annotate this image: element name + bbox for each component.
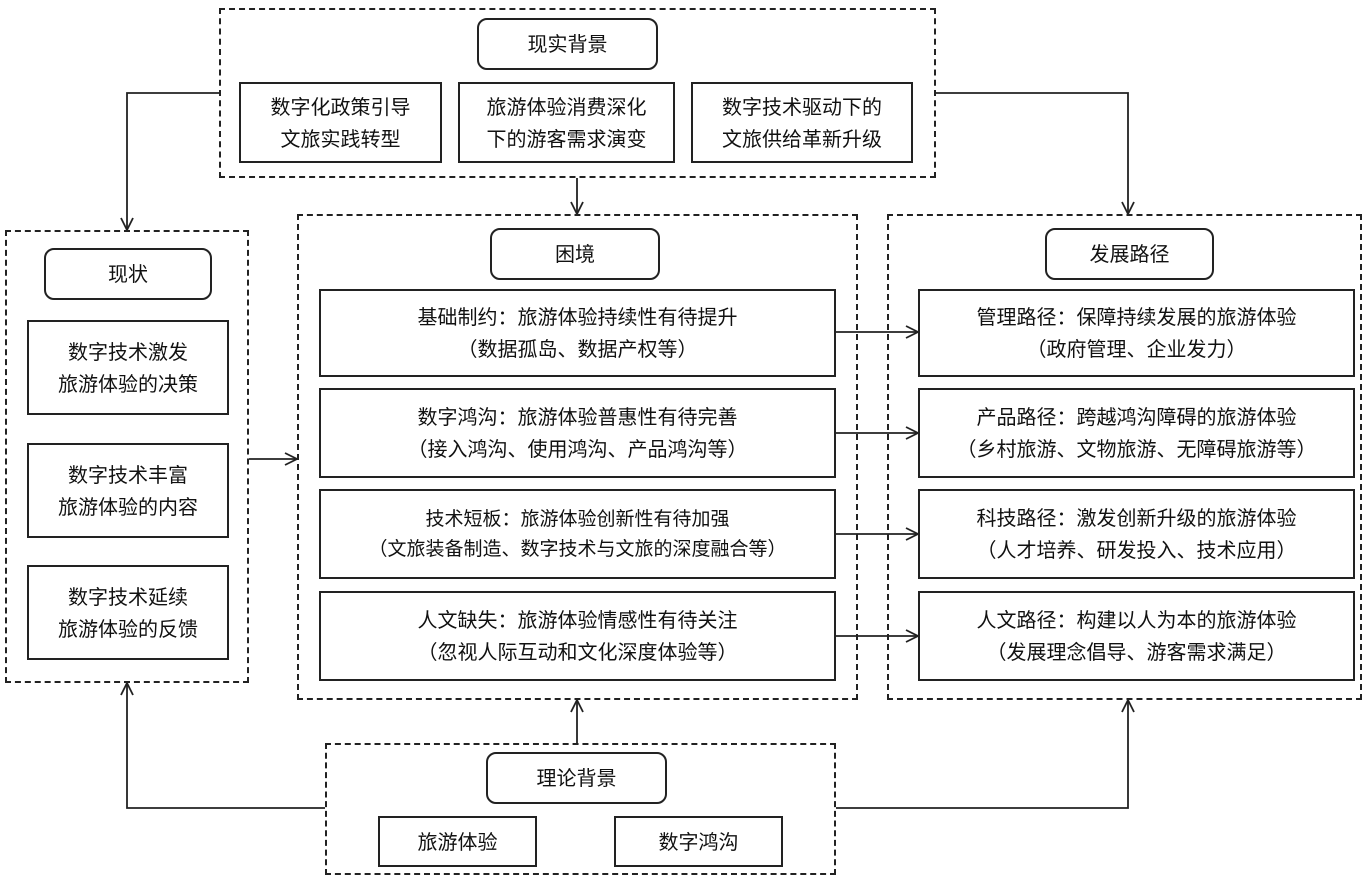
path-item-humanity: 人文路径：构建以人为本的旅游体验 （发展理念倡导、游客需求满足）	[918, 591, 1355, 681]
dilemma-item-humanity-line2: （忽视人际互动和文化深度体验等）	[417, 640, 738, 664]
status-item-content-line1: 数字技术丰富	[68, 462, 188, 487]
reality-item-demand-line1: 旅游体验消费深化	[486, 94, 647, 119]
reality-item-policy-line2: 文旅实践转型	[280, 126, 401, 151]
reality-item-supply: 数字技术驱动下的 文旅供给革新升级	[691, 82, 913, 163]
dilemma-item-digital-divide-line2: （接入鸿沟、使用鸿沟、产品鸿沟等）	[407, 437, 748, 461]
dilemma-item-foundation-line1: 基础制约：旅游体验持续性有待提升	[417, 305, 738, 329]
reality-background-group	[219, 8, 936, 178]
theory-background-group	[325, 743, 836, 875]
arrow-theory-to-status	[120, 680, 325, 809]
status-item-decision-line2: 旅游体验的决策	[58, 371, 198, 396]
status-item-content: 数字技术丰富 旅游体验的内容	[27, 443, 229, 538]
arrow-reality-to-status	[120, 92, 219, 233]
path-item-product: 产品路径：跨越鸿沟障碍的旅游体验 （乡村旅游、文物旅游、无障碍旅游等）	[918, 388, 1355, 478]
dilemma-item-humanity: 人文缺失：旅游体验情感性有待关注 （忽视人际互动和文化深度体验等）	[319, 591, 836, 681]
reality-item-demand-line2: 下的游客需求演变	[486, 126, 647, 151]
dilemma-item-technology-line1: 技术短板：旅游体验创新性有待加强	[425, 508, 730, 530]
reality-item-supply-line1: 数字技术驱动下的	[722, 94, 882, 119]
reality-background-title: 现实背景	[477, 18, 658, 70]
path-item-technology-line2: （人才培养、研发投入、技术应用）	[976, 538, 1297, 562]
path-item-technology: 科技路径：激发创新升级的旅游体验 （人才培养、研发投入、技术应用）	[918, 489, 1355, 579]
path-item-management-line2: （政府管理、企业发力）	[1026, 337, 1247, 361]
path-item-humanity-line2: （发展理念倡导、游客需求满足）	[986, 640, 1287, 664]
dilemma-item-humanity-line1: 人文缺失：旅游体验情感性有待关注	[417, 608, 738, 632]
dilemma-item-digital-divide: 数字鸿沟：旅游体验普惠性有待完善 （接入鸿沟、使用鸿沟、产品鸿沟等）	[319, 388, 836, 478]
dilemma-item-technology: 技术短板：旅游体验创新性有待加强 （文旅装备制造、数字技术与文旅的深度融合等）	[319, 489, 836, 579]
status-item-feedback: 数字技术延续 旅游体验的反馈	[27, 565, 229, 660]
path-item-product-line2: （乡村旅游、文物旅游、无障碍旅游等）	[956, 437, 1317, 461]
dilemma-item-foundation: 基础制约：旅游体验持续性有待提升 （数据孤岛、数据产权等）	[319, 289, 836, 377]
dilemma-item-digital-divide-line1: 数字鸿沟：旅游体验普惠性有待完善	[417, 405, 738, 429]
status-item-content-line2: 旅游体验的内容	[58, 494, 198, 519]
path-item-management-line1: 管理路径：保障持续发展的旅游体验	[976, 305, 1297, 329]
status-title: 现状	[44, 248, 212, 300]
status-item-decision-line1: 数字技术激发	[68, 339, 188, 364]
status-item-feedback-line2: 旅游体验的反馈	[58, 616, 198, 641]
dilemma-title: 困境	[490, 228, 660, 280]
dilemma-item-foundation-line2: （数据孤岛、数据产权等）	[457, 337, 698, 361]
path-item-product-line1: 产品路径：跨越鸿沟障碍的旅游体验	[976, 405, 1297, 429]
dilemma-item-technology-line2: （文旅装备制造、数字技术与文旅的深度融合等）	[368, 538, 787, 560]
theory-item-digital-divide: 数字鸿沟	[614, 816, 783, 867]
path-item-humanity-line1: 人文路径：构建以人为本的旅游体验	[976, 608, 1297, 632]
arrow-reality-to-paths	[936, 92, 1135, 217]
status-item-decision: 数字技术激发 旅游体验的决策	[27, 320, 229, 415]
path-item-technology-line1: 科技路径：激发创新升级的旅游体验	[976, 506, 1297, 530]
arrow-theory-to-paths	[836, 697, 1135, 809]
development-path-title: 发展路径	[1045, 228, 1214, 280]
reality-item-policy: 数字化政策引导 文旅实践转型	[239, 82, 442, 163]
reality-item-demand: 旅游体验消费深化 下的游客需求演变	[458, 82, 675, 163]
reality-item-policy-line1: 数字化政策引导	[270, 94, 411, 119]
reality-item-supply-line2: 文旅供给革新升级	[722, 126, 882, 151]
path-item-management: 管理路径：保障持续发展的旅游体验 （政府管理、企业发力）	[918, 289, 1355, 377]
status-item-feedback-line1: 数字技术延续	[68, 584, 188, 609]
theory-item-tourism-experience: 旅游体验	[378, 816, 537, 867]
theory-background-title: 理论背景	[486, 752, 667, 804]
